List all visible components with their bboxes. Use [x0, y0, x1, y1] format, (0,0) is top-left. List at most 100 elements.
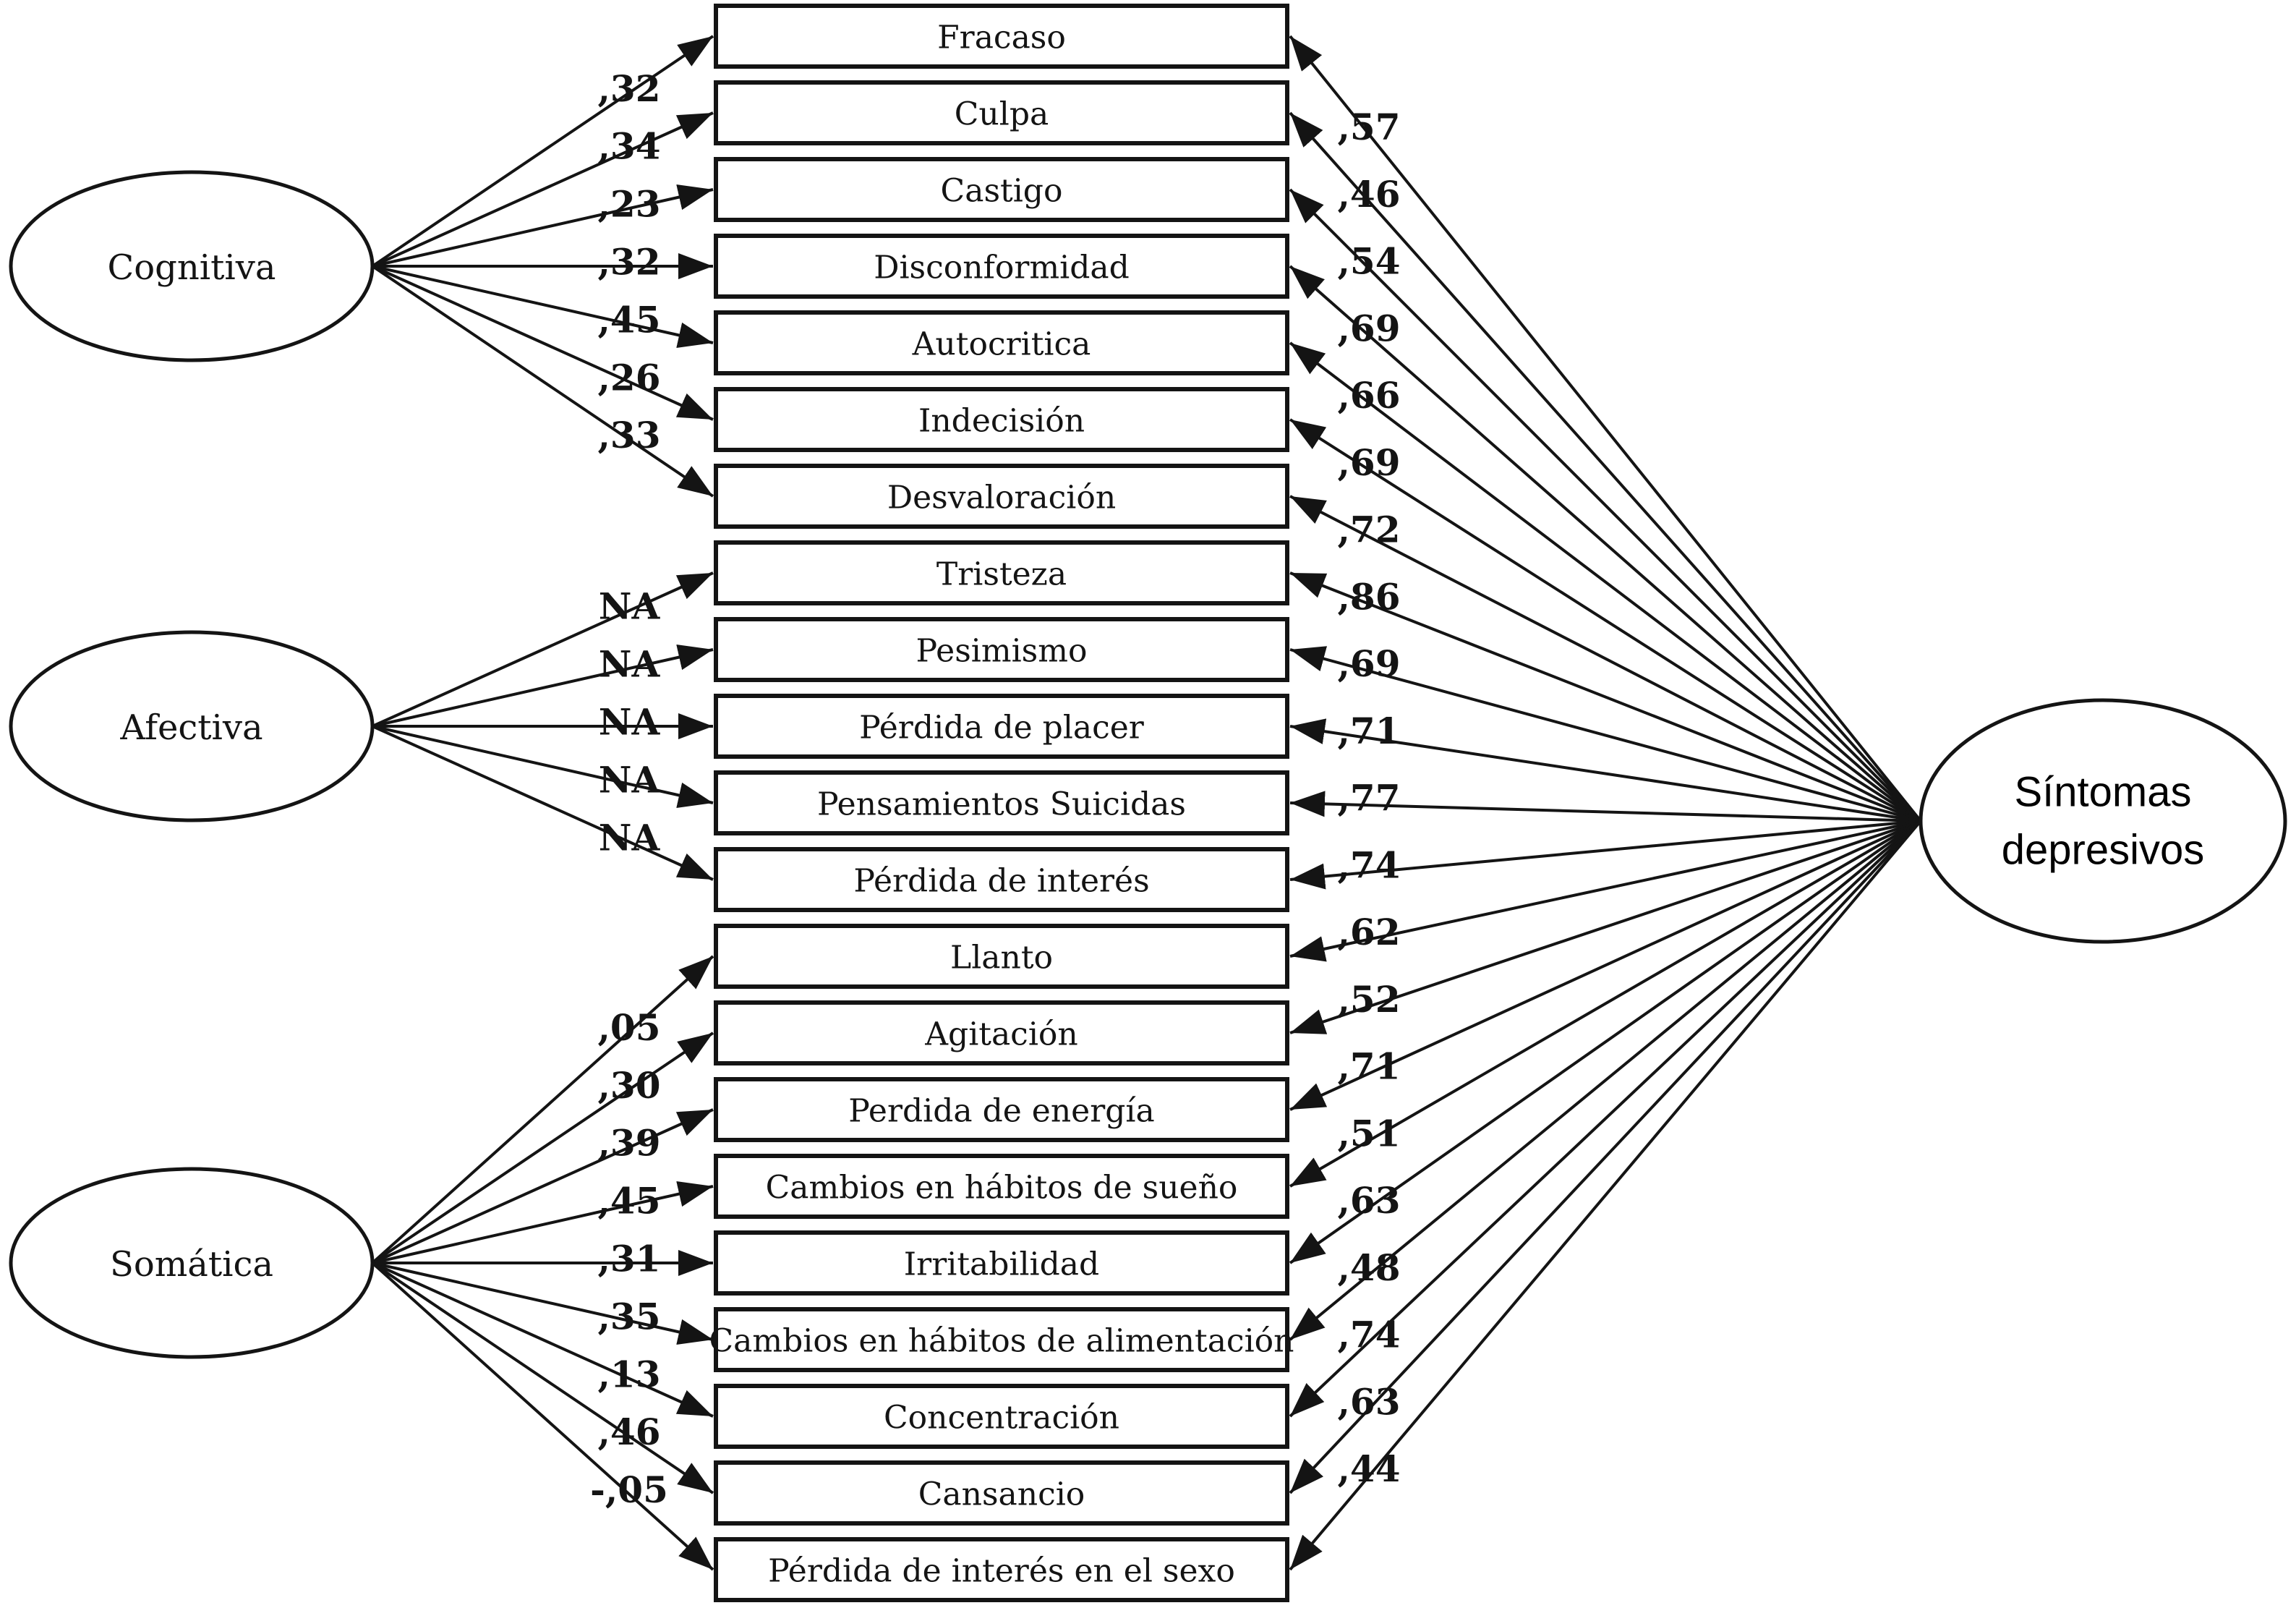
factor-loading-value: ,35: [598, 1295, 661, 1337]
indicator-box: [714, 1460, 1289, 1526]
indicator: Pérdida de placer: [714, 694, 1289, 759]
indicator: Castigo: [714, 157, 1289, 222]
indicator-label: Irritabilidad: [904, 1246, 1099, 1283]
outcome-loading-value: ,66: [1338, 374, 1401, 417]
indicator-box: [714, 847, 1289, 912]
outcome-loading-value: ,63: [1338, 1380, 1401, 1423]
outcome-loading-value: ,52: [1338, 978, 1401, 1021]
factor-label: Cognitiva: [108, 247, 276, 288]
indicator-box: [714, 1000, 1289, 1065]
indicator: Cambios en hábitos de sueño: [714, 1154, 1289, 1219]
factor-group-somtica: Somática,05,30,39,45,31,35,13,46-,05: [9, 955, 714, 1571]
indicator: Cansancio: [714, 1460, 1289, 1526]
outcome-loading-value: ,48: [1338, 1246, 1401, 1289]
outcome-loading-arrow: [1289, 571, 1921, 822]
factor-loading-arrow: [372, 1181, 714, 1264]
outcome-loading-value: ,62: [1338, 911, 1401, 953]
indicator: Pesimismo: [714, 617, 1289, 682]
outcome-loading-arrow: [1289, 265, 1922, 822]
outcome-loading-value: ,57: [1338, 106, 1401, 148]
outcome-loading-arrow: [1289, 820, 1922, 1264]
outcome-group: ,57,46,54,69,66,69,72,86,69,71,77,74,62,…: [1289, 35, 2287, 1571]
outcome-loading-value: ,77: [1338, 777, 1401, 820]
outcome-loading-arrow: [1289, 341, 1922, 822]
factor-loading-arrow: [371, 1262, 714, 1571]
factor-loading-arrow: [372, 1108, 714, 1264]
outcome-loading-value: ,71: [1338, 1045, 1401, 1088]
outcome-loading-arrow: [1289, 718, 1921, 822]
indicator-box: [714, 310, 1289, 375]
factor-loading-value: NA: [599, 816, 661, 859]
factor-loading-value: ,32: [598, 241, 661, 284]
factor-group-cognitiva: Cognitiva,32,34,23,32,45,26,33: [9, 35, 714, 498]
outcome-loading-arrow: [1289, 820, 1922, 1418]
factor-label: Somática: [110, 1244, 273, 1285]
indicator-box: [714, 770, 1289, 835]
outcome-loading-arrow: [1289, 820, 1922, 1188]
indicator-box: [714, 1154, 1289, 1219]
factor-loading-arrow: [372, 265, 714, 349]
outcome-loading-value: ,69: [1338, 642, 1401, 685]
factor-loading-arrow: [371, 955, 714, 1264]
outcome-loading-value: ,44: [1338, 1447, 1401, 1490]
factor-loading-value: ,23: [598, 183, 661, 226]
indicator-label: Pesimismo: [916, 633, 1088, 670]
indicator-box: [714, 1077, 1289, 1142]
indicator-boxes: FracasoCulpaCastigoDisconformidadAutocri…: [709, 4, 1294, 1602]
indicator: Pensamientos Suicidas: [714, 770, 1289, 835]
outcome-loading-arrow: [1289, 418, 1922, 822]
factor-loading-value: NA: [599, 701, 661, 744]
outcome-loading-arrow: [1289, 188, 1922, 822]
factor-loading-value: ,05: [598, 1006, 661, 1049]
factor-loading-arrow: [371, 1262, 714, 1494]
factor-loading-value: ,33: [598, 414, 661, 456]
indicator-label: Cambios en hábitos de alimentación: [709, 1323, 1294, 1360]
indicator-box: [714, 924, 1289, 989]
indicator: Culpa: [714, 80, 1289, 145]
outcome-loading-arrow: [1289, 820, 1922, 1341]
indicator: Cambios en hábitos de alimentación: [709, 1307, 1294, 1372]
indicator: Fracaso: [714, 4, 1289, 69]
outcome-loading-value: ,51: [1338, 1112, 1401, 1154]
indicator-box: [714, 540, 1289, 605]
indicator: Pérdida de interés en el sexo: [714, 1537, 1289, 1602]
factor-loading-value: ,26: [598, 356, 661, 399]
indicator: Indecisión: [714, 387, 1289, 452]
factor-loading-arrow: [371, 265, 714, 498]
indicator-label: Culpa: [955, 96, 1049, 133]
indicator-box: [714, 1537, 1289, 1602]
indicator-label: Fracaso: [937, 20, 1066, 56]
indicator: Tristeza: [714, 540, 1289, 605]
indicator-box: [714, 694, 1289, 759]
indicator-box: [714, 1307, 1289, 1372]
outcome-loading-arrow: [1289, 820, 1922, 1571]
indicator-box: [714, 617, 1289, 682]
factor-loading-arrow: [372, 111, 714, 268]
factor-loading-value: -,05: [590, 1468, 668, 1511]
outcome-loading-value: ,74: [1338, 1314, 1401, 1356]
factor-loading-value: ,34: [598, 125, 661, 168]
outcome-label-line: depresivos: [2002, 827, 2204, 874]
indicator-box: [714, 387, 1289, 452]
indicator-label: Llanto: [950, 940, 1053, 977]
indicator-label: Cansancio: [918, 1476, 1085, 1513]
factor-loading-value: NA: [599, 758, 661, 801]
indicator: Disconformidad: [714, 234, 1289, 299]
indicator-box: [714, 1230, 1289, 1296]
factor-loading-value: ,46: [598, 1411, 661, 1453]
factor-loading-arrow: [372, 265, 714, 421]
indicator-box: [714, 80, 1289, 145]
outcome-loading-arrow: [1289, 111, 1922, 822]
factor-loading-value: ,45: [598, 298, 661, 341]
indicator-label: Cambios en hábitos de sueño: [766, 1170, 1238, 1207]
indicator-label: Disconformidad: [874, 250, 1130, 286]
factor-loading-arrow: [372, 725, 714, 809]
indicator: Desvaloración: [714, 464, 1289, 529]
outcome-loading-arrow: [1289, 820, 1922, 1494]
factor-loading-arrow: [371, 1031, 714, 1264]
outcome-ellipse: [1919, 698, 2287, 944]
outcome-loading-arrow: [1289, 35, 1922, 822]
